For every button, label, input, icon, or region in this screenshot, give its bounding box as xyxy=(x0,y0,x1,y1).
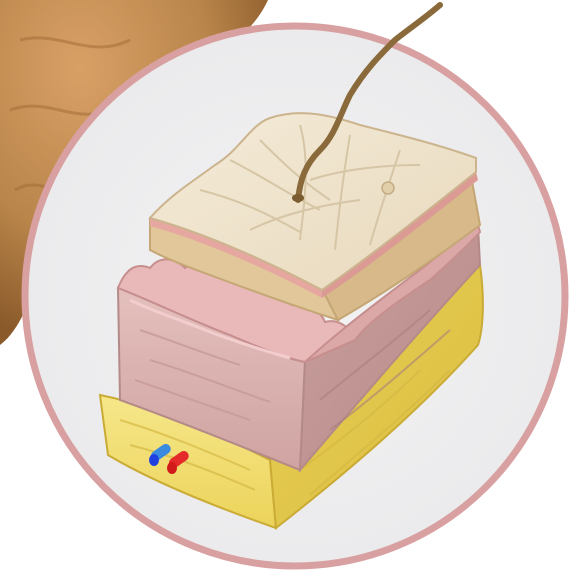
artery-end-icon xyxy=(167,462,177,474)
hair-follicle-icon xyxy=(292,194,304,202)
pore-icon xyxy=(382,182,394,194)
vein-end-icon xyxy=(149,454,159,466)
